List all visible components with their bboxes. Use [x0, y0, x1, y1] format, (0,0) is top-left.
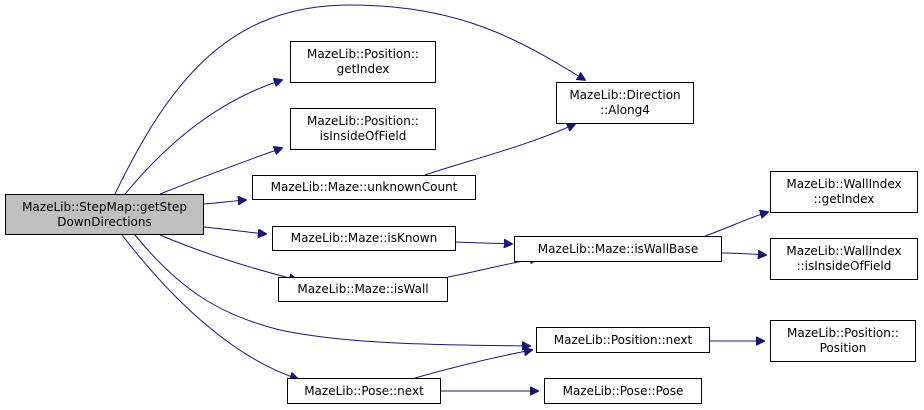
node-maze-iswall[interactable]: MazeLib::Maze::isWall [278, 277, 448, 302]
node-dir-along4[interactable]: MazeLib::Direction ::Along4 [556, 82, 694, 124]
edge-root-to-pos-next [134, 234, 530, 346]
node-pos-isinside[interactable]: MazeLib::Position:: isInsideOfField [290, 108, 436, 150]
edge-maze-isKnown-to-maze-isWallBase [455, 242, 512, 244]
edge-maze-isWallBase-to-wi-isInside [721, 253, 766, 255]
node-wi-isinside[interactable]: MazeLib::WallIndex ::isInsideOfField [770, 238, 918, 280]
edge-root-to-maze-isWall [159, 234, 297, 280]
edge-root-to-maze-unknown [203, 200, 246, 204]
node-pos-ctor[interactable]: MazeLib::Position:: Position [770, 320, 916, 362]
node-pose-next[interactable]: MazeLib::Pose::next [287, 378, 441, 404]
edge-root-to-pos-getIndex [124, 80, 282, 195]
node-maze-isknown[interactable]: MazeLib::Maze::isKnown [272, 226, 456, 251]
edge-maze-isWallBase-to-wi-getIndex [704, 212, 768, 237]
node-pos-next[interactable]: MazeLib::Position::next [536, 327, 710, 353]
edge-root-to-maze-isKnown [203, 226, 266, 234]
node-pos-getindex[interactable]: MazeLib::Position:: getIndex [290, 41, 436, 83]
node-maze-unknowncount[interactable]: MazeLib::Maze::unknownCount [252, 175, 476, 200]
edge-root-to-dir-along4 [114, 4, 585, 195]
edge-root-to-pos-isInside [159, 148, 282, 195]
node-wi-getindex[interactable]: MazeLib::WallIndex ::getIndex [770, 171, 918, 213]
node-maze-iswallbase[interactable]: MazeLib::Maze::isWallBase [514, 236, 722, 262]
edge-pose-next-to-pos-next [414, 350, 532, 379]
node-pose-ctor[interactable]: MazeLib::Pose::Pose [544, 378, 702, 404]
edge-maze-unknown-to-dir-along4 [424, 124, 575, 176]
node-root[interactable]: MazeLib::StepMap::getStep DownDirections [5, 194, 204, 235]
edge-root-to-pose-next [121, 234, 298, 379]
